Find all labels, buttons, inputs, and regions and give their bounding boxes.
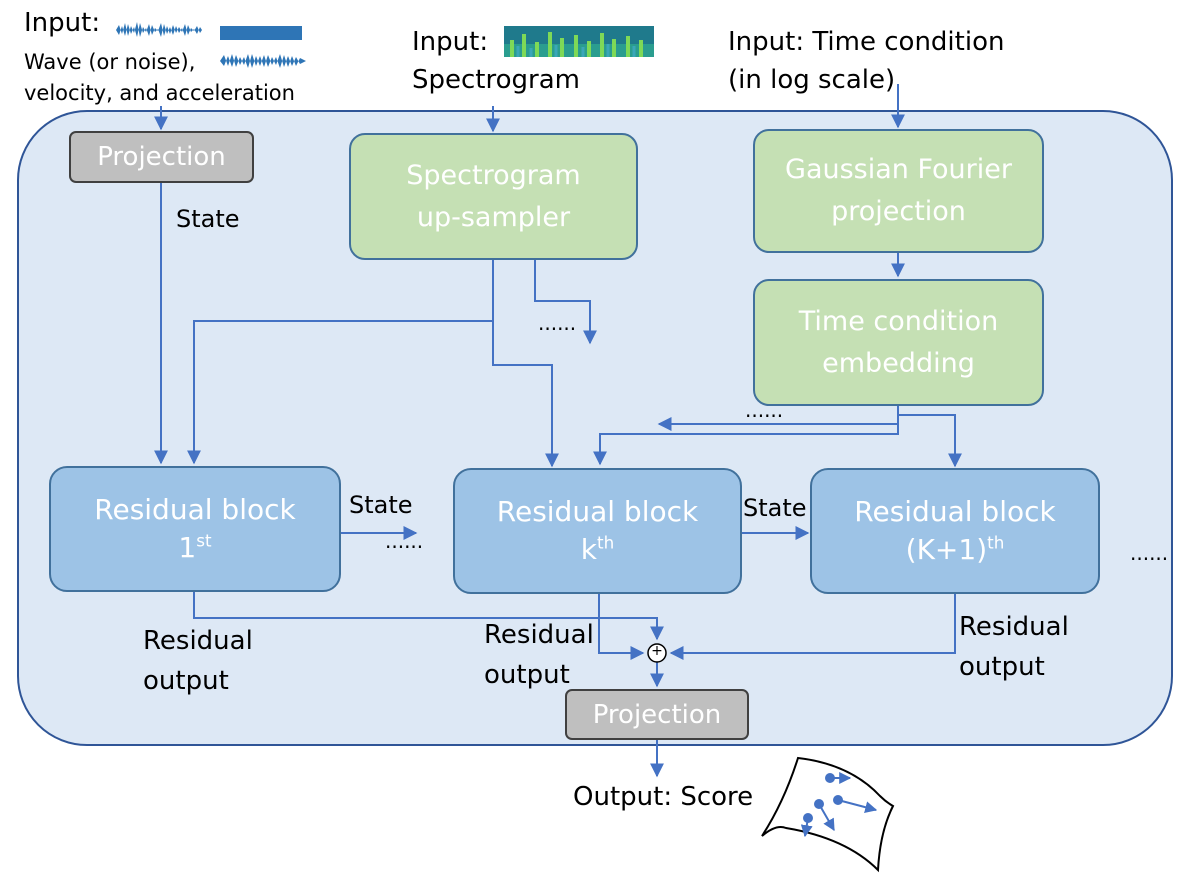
time-embedding-line2: embedding <box>822 347 975 379</box>
residual-output-1-line2: output <box>143 666 229 696</box>
state-label-res1: State <box>349 491 413 519</box>
output-projection-box: Projection <box>565 689 749 740</box>
wave-input-desc-line2: velocity, and acceleration <box>24 81 295 105</box>
ellipsis-time: ...... <box>745 398 784 422</box>
residual-block-1-line1: Residual block <box>94 493 296 527</box>
time-input-line1: Input: Time condition <box>728 27 1005 57</box>
residual-block-k-plus-1-line1: Residual block <box>854 495 1056 529</box>
residual-output-1-line1: Residual <box>143 626 253 656</box>
residual-output-k-line2: output <box>484 660 570 690</box>
input-projection-label: Projection <box>97 142 226 172</box>
ellipsis-spectrogram: ...... <box>538 311 577 335</box>
time-condition-embedding-box: Time condition embedding <box>753 279 1044 406</box>
spectrogram-upsampler-line2: up-sampler <box>416 201 571 233</box>
residual-block-1-line2: 1st <box>178 530 212 564</box>
ellipsis-right: ...... <box>1130 541 1169 565</box>
gaussian-fourier-line2: projection <box>831 196 966 227</box>
residual-output-k1-line2: output <box>959 652 1045 682</box>
spectrogram-input-label: Input: <box>412 27 489 57</box>
residual-output-k1-line1: Residual <box>959 612 1069 642</box>
residual-block-k-line1: Residual block <box>496 495 699 529</box>
wave-input-label: Input: <box>24 8 101 38</box>
residual-block-k: Residual block kth <box>453 468 742 594</box>
ellipsis-residual: ...... <box>385 529 424 553</box>
input-projection-box: Projection <box>69 131 254 183</box>
residual-block-1: Residual block 1st <box>49 466 341 592</box>
sum-node: + <box>651 643 663 659</box>
spectrogram-upsampler-line1: Spectrogram <box>406 159 581 191</box>
spectrogram-input-desc: Spectrogram <box>412 65 580 95</box>
time-embedding-line1: Time condition <box>798 305 999 337</box>
waveform-icon <box>116 22 202 37</box>
velocity-waveform-icon <box>220 26 302 40</box>
residual-output-k-line1: Residual <box>484 620 594 650</box>
acceleration-waveform-icon <box>220 54 306 68</box>
wave-input-desc-line1: Wave (or noise), <box>24 50 196 74</box>
spectrogram-upsampler-box: Spectrogram up-sampler <box>349 133 638 260</box>
residual-block-k-plus-1-line2: (K+1)th <box>905 532 1005 566</box>
spectrogram-thumbnail-icon <box>504 26 654 57</box>
time-input-line2: (in log scale) <box>728 65 896 95</box>
output-projection-label: Projection <box>592 699 722 730</box>
gaussian-fourier-projection-box: Gaussian Fourier projection <box>753 129 1044 253</box>
state-label-resk: State <box>743 494 807 522</box>
output-score-label: Output: Score <box>573 782 754 812</box>
residual-block-k-line2: kth <box>580 532 615 566</box>
state-label-projection: State <box>176 205 240 233</box>
residual-block-k-plus-1: Residual block (K+1)th <box>810 468 1100 594</box>
gaussian-fourier-line1: Gaussian Fourier <box>785 154 1012 186</box>
score-field-icon <box>761 756 895 873</box>
